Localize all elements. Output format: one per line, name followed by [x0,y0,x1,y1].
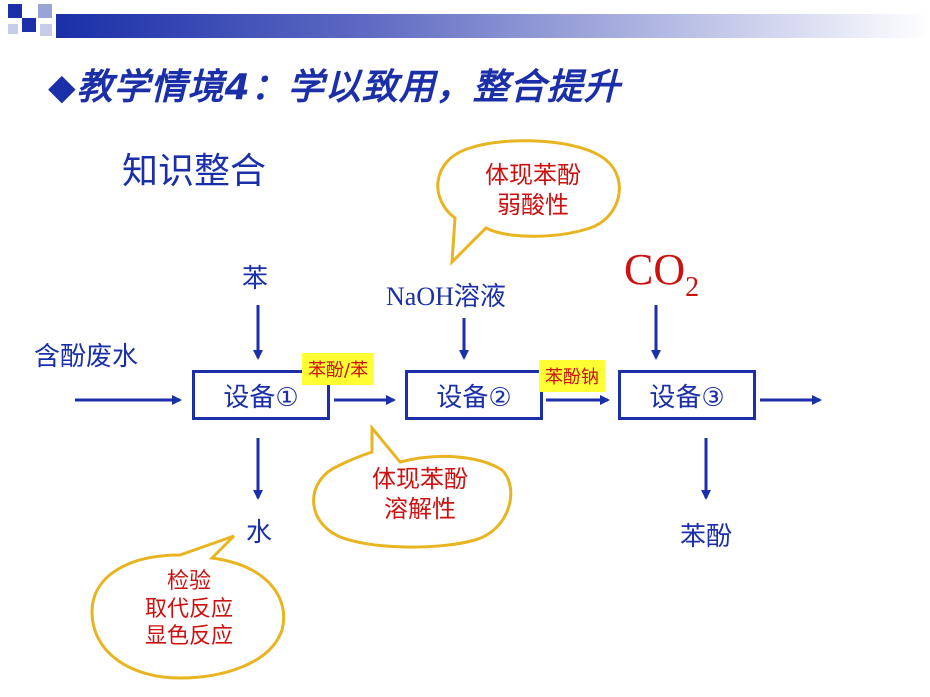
bubble-acidity [436,139,621,266]
bubble-solubility-line2: 溶解性 [384,495,456,523]
co2-subscript: 2 [685,272,700,303]
bubble-solubility-line1: 体现苯酚 [372,465,468,493]
label-co2: CO2 [624,244,699,303]
device-3: 设备③ [618,370,756,420]
label-waste-water: 含酚废水 [34,342,139,372]
label-benzene: 苯 [242,264,269,294]
device-2: 设备② [405,370,543,420]
bubble-acidity-line1: 体现苯酚 [485,161,581,189]
co2-main: CO [624,245,686,294]
bubble-test-line2: 取代反应 [144,596,233,622]
bubble-test-line1: 检验 [166,569,211,594]
stream-phenol-benzene: 苯酚/苯 [302,353,375,385]
bubble-test-line3: 显色反应 [144,624,233,649]
bubble-solubility [312,423,513,549]
label-naoh: NaOH溶液 [386,282,506,311]
page-title: ◆教学情境4：学以致用，整合提升 [48,67,621,108]
corner-decoration [0,0,60,50]
bubble-solubility-text: 体现苯酚 溶解性 [350,464,490,524]
bubble-acidity-line2: 弱酸性 [497,191,569,219]
stream-sodium-phenoxide: 苯酚钠 [539,360,605,392]
top-gradient-bar [56,14,930,38]
bubble-test-text: 检验 取代反应 显色反应 [114,568,264,651]
label-phenol: 苯酚 [680,522,733,552]
label-water: 水 [246,518,273,548]
bubble-test [90,534,286,680]
bubble-acidity-text: 体现苯酚 弱酸性 [468,160,598,220]
section-subtitle: 知识整合 [122,151,267,192]
